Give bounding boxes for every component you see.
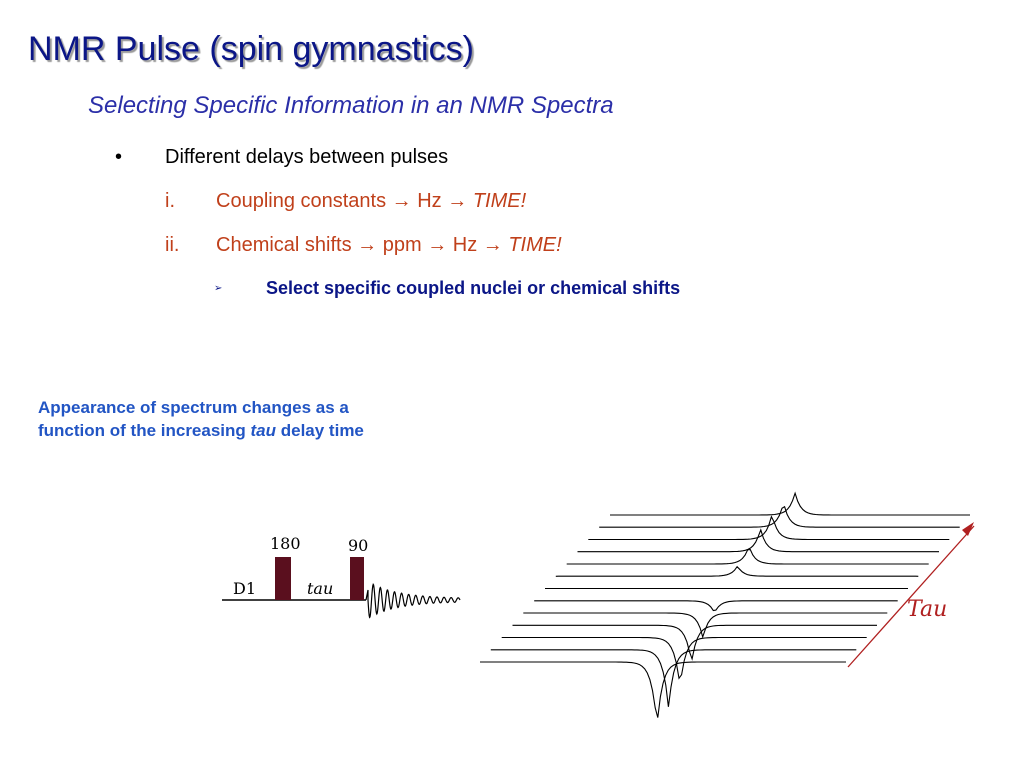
- arrow-icon: →: [391, 190, 412, 212]
- list-item-shifts: Chemical shifts → ppm → Hz → TIME!: [216, 234, 562, 257]
- item-emphasis: TIME!: [472, 190, 527, 212]
- sub-bullet-arrow-icon: ➢: [214, 283, 223, 294]
- pulse-180-bar: [275, 557, 291, 600]
- spectrum-traces: [480, 491, 970, 718]
- pulse-90-bar: [350, 557, 364, 600]
- caption-text: function of the increasing: [38, 421, 251, 440]
- item-number-2: ii.: [165, 234, 180, 256]
- caption-line-2: function of the increasing tau delay tim…: [38, 419, 364, 442]
- arrow-icon: →: [357, 234, 378, 256]
- sub-bullet-text: Select specific coupled nuclei or chemic…: [266, 278, 681, 298]
- bullet-marker: •: [115, 146, 123, 168]
- spectrum-trace: [610, 491, 970, 516]
- list-item-coupling: Coupling constants → Hz → TIME!: [216, 190, 526, 213]
- item-text: Chemical shifts: [216, 234, 352, 256]
- tau-axis-arrowhead: [962, 522, 974, 536]
- arrow-icon: →: [482, 234, 503, 256]
- item-text: Hz: [417, 190, 442, 212]
- bullet-text: Different delays between pulses: [165, 146, 449, 168]
- spectrum-trace: [599, 505, 960, 528]
- spectrum-trace: [501, 636, 867, 680]
- figure-caption: Appearance of spectrum changes as a func…: [38, 396, 364, 442]
- pulse-90-label: 90: [348, 536, 368, 555]
- arrow-icon: →: [427, 234, 448, 256]
- spectrum-trace: [577, 528, 939, 553]
- tau-delay-label: tau: [307, 579, 333, 598]
- caption-line-1: Appearance of spectrum changes as a: [38, 398, 349, 417]
- spectrum-trace: [523, 612, 888, 639]
- fid-signal: [365, 583, 461, 619]
- item-emphasis: TIME!: [508, 234, 562, 256]
- tau-axis-label: Tau: [907, 597, 947, 622]
- item-number-1: i.: [165, 190, 175, 212]
- pulse-180-label: 180: [270, 534, 301, 553]
- spectrum-trace: [534, 600, 898, 612]
- caption-text: delay time: [276, 421, 364, 440]
- spectrum-trace: [555, 565, 919, 577]
- item-text: ppm: [382, 234, 422, 256]
- tau-axis-line: [847, 525, 975, 668]
- spectrum-trace: [512, 624, 877, 661]
- slide-subtitle: Selecting Specific Information in an NMR…: [88, 92, 614, 119]
- delay-d1-label: D1: [233, 579, 256, 598]
- item-text: Hz: [452, 234, 478, 256]
- spectrum-trace: [490, 649, 857, 707]
- caption-emphasis: tau: [250, 421, 277, 440]
- arrow-icon: →: [447, 190, 468, 212]
- spectrum-trace: [480, 661, 846, 718]
- spectrum-trace: [588, 515, 950, 541]
- item-text: Coupling constants: [216, 190, 387, 212]
- slide-title: NMR Pulse (spin gymnastics): [28, 30, 474, 68]
